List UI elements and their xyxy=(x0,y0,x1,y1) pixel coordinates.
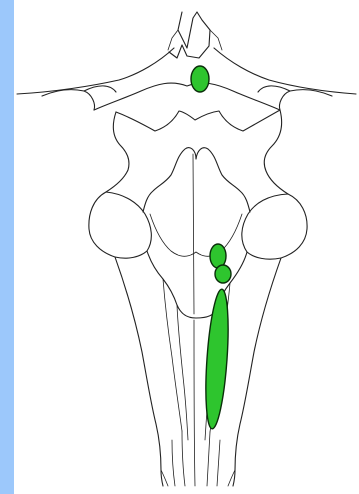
cord-strand-4 xyxy=(194,320,195,486)
cord-strand-3 xyxy=(182,431,185,486)
right-large-lobe xyxy=(242,194,307,259)
medulla-right-outer xyxy=(233,258,281,486)
fossa-upper-contour xyxy=(150,214,242,256)
cord-strand-5 xyxy=(207,432,210,486)
middle-body-right xyxy=(196,148,250,212)
cord-strand-6 xyxy=(217,440,220,486)
right-upper-lobe xyxy=(258,86,332,110)
medulla-left-outer xyxy=(115,257,163,486)
midline xyxy=(193,154,194,314)
upper-arc-right xyxy=(214,48,356,94)
fossa-left-edge xyxy=(147,251,196,318)
middle-body-left xyxy=(143,148,196,212)
highlight-middle-right-nucleus xyxy=(215,265,231,283)
highlight-upper-midline-nucleus xyxy=(191,66,209,92)
right-shoulder xyxy=(264,110,288,194)
central-upper-body xyxy=(94,83,280,131)
medulla-left-inner-a xyxy=(163,279,182,431)
cord-strand-2 xyxy=(172,440,175,486)
top-protrusion-inner xyxy=(168,30,222,50)
medulla-left-inner-b xyxy=(177,305,188,440)
brainstem-diagram xyxy=(14,0,359,494)
left-large-lobe xyxy=(89,192,151,258)
left-shoulder xyxy=(106,112,129,192)
highlight-long-right-column xyxy=(202,288,232,429)
left-upper-lobe xyxy=(42,86,116,110)
top-protrusion-outline xyxy=(169,12,210,58)
diagram-canvas xyxy=(14,0,359,494)
